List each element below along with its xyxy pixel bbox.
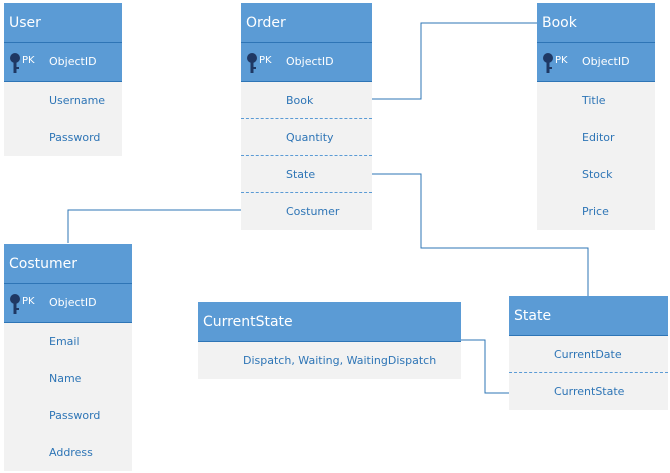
entity-book-pk-row: PK ObjectID [537, 43, 655, 82]
entity-currentstate[interactable]: CurrentState Dispatch, Waiting, WaitingD… [198, 302, 461, 379]
pk-field: ObjectID [49, 55, 97, 68]
entity-book[interactable]: Book PK ObjectID Title Editor Stock Pric… [537, 3, 655, 230]
field-email: Email [4, 323, 132, 360]
pk-field: ObjectID [582, 55, 630, 68]
field-costumer: Costumer [241, 193, 372, 230]
field-enum-values: Dispatch, Waiting, WaitingDispatch [198, 342, 461, 379]
field-price: Price [537, 193, 655, 230]
field-username: Username [4, 82, 122, 119]
entity-costumer-pk-row: PK ObjectID [4, 284, 132, 323]
field-address: Address [4, 434, 132, 471]
pk-label: PK [259, 55, 272, 66]
entity-order-pk-row: PK ObjectID [241, 43, 372, 82]
key-icon [10, 53, 20, 73]
field-currentdate: CurrentDate [509, 336, 668, 373]
entity-costumer[interactable]: Costumer PK ObjectID Email Name Password… [4, 244, 132, 471]
entity-order[interactable]: Order PK ObjectID Book Quantity State Co… [241, 3, 372, 230]
field-password: Password [4, 397, 132, 434]
field-state: State [241, 156, 372, 193]
connector-currentstate-state [461, 339, 509, 394]
entity-book-title: Book [537, 3, 655, 43]
connector-order-state [372, 173, 589, 296]
key-icon [10, 294, 20, 314]
field-book: Book [241, 82, 372, 119]
field-name: Name [4, 360, 132, 397]
entity-user-pk-row: PK ObjectID [4, 43, 122, 82]
connector-order-book [372, 22, 537, 100]
pk-label: PK [22, 55, 35, 66]
field-editor: Editor [537, 119, 655, 156]
field-quantity: Quantity [241, 119, 372, 156]
entity-state-title: State [509, 296, 668, 336]
pk-field: ObjectID [286, 55, 334, 68]
field-currentstate: CurrentState [509, 373, 668, 410]
entity-user[interactable]: User PK ObjectID Username Password [4, 3, 122, 156]
entity-order-title: Order [241, 3, 372, 43]
entity-state[interactable]: State CurrentDate CurrentState [509, 296, 668, 410]
pk-field: ObjectID [49, 296, 97, 309]
entity-currentstate-title: CurrentState [198, 302, 461, 342]
pk-label: PK [22, 296, 35, 307]
pk-label: PK [555, 55, 568, 66]
field-password: Password [4, 119, 122, 156]
field-stock: Stock [537, 156, 655, 193]
field-title: Title [537, 82, 655, 119]
entity-costumer-title: Costumer [4, 244, 132, 284]
connector-order-costumer [67, 209, 241, 243]
key-icon [543, 53, 553, 73]
entity-user-title: User [4, 3, 122, 43]
key-icon [247, 53, 257, 73]
